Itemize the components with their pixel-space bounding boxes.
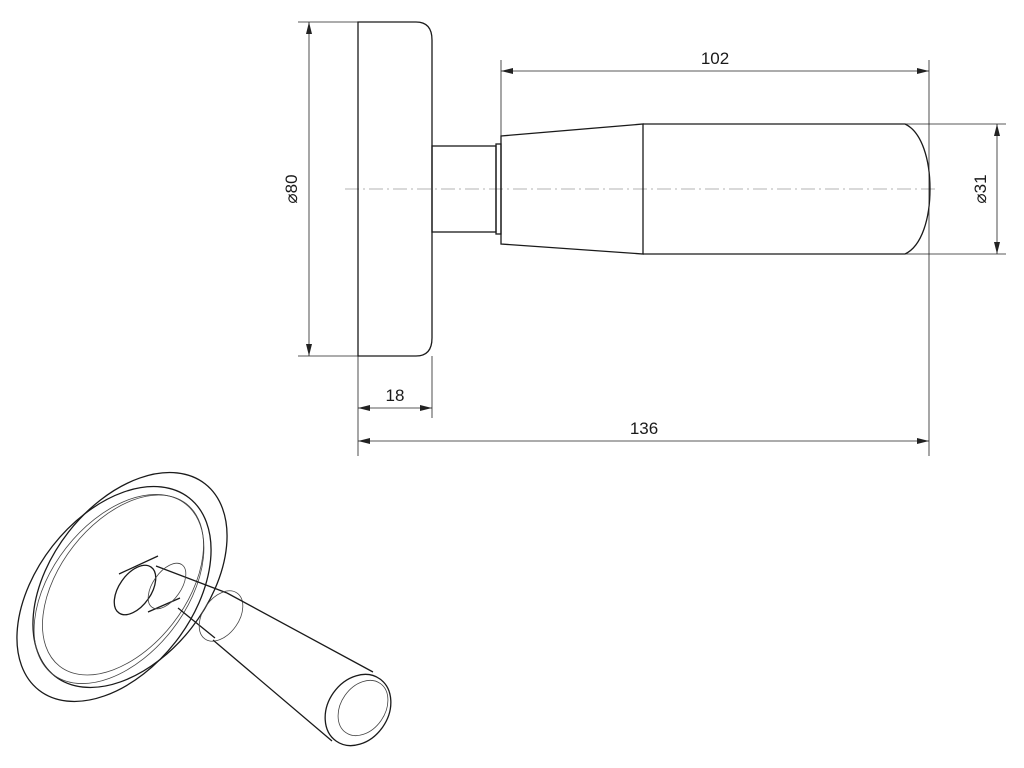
- grip-cylinder: [643, 123, 931, 255]
- dim-label-80: ⌀80: [282, 174, 301, 203]
- dim-label-31: ⌀31: [971, 174, 990, 203]
- iso-grip-cylinder: [212, 592, 374, 742]
- isometric-view: [16, 471, 392, 747]
- arrow-80-top: [306, 22, 312, 34]
- dim-label-18: 18: [386, 386, 405, 405]
- iso-neck-body: [118, 555, 181, 613]
- dim-label-136: 136: [630, 419, 658, 438]
- arrow-18-left: [358, 405, 370, 411]
- arrow-102-left: [501, 68, 513, 74]
- iso-grip-taper: [155, 565, 228, 639]
- arrow-31-bottom: [994, 242, 1000, 254]
- arrow-136-left: [358, 438, 370, 444]
- arrow-102-right: [917, 68, 929, 74]
- iso-grip-taper-start: [147, 562, 187, 610]
- iso-grip-end-inner: [337, 679, 389, 737]
- arrow-136-right: [917, 438, 929, 444]
- rose-plate: [357, 21, 433, 357]
- iso-neck-base: [113, 564, 157, 616]
- arrow-31-top: [994, 124, 1000, 136]
- iso-rose-front: [16, 485, 212, 703]
- iso-rose-chamfer-inner: [42, 494, 204, 676]
- iso-grip-end-outer: [324, 673, 392, 747]
- arrow-18-right: [420, 405, 432, 411]
- arrow-80-bottom: [306, 344, 312, 356]
- iso-rose-chamfer: [33, 494, 205, 684]
- iso-grip-joint: [198, 590, 244, 642]
- dim-label-102: 102: [701, 49, 729, 68]
- side-view: [345, 21, 935, 357]
- dimension-lines: 102 ⌀80 ⌀31 18 136: [282, 21, 1006, 456]
